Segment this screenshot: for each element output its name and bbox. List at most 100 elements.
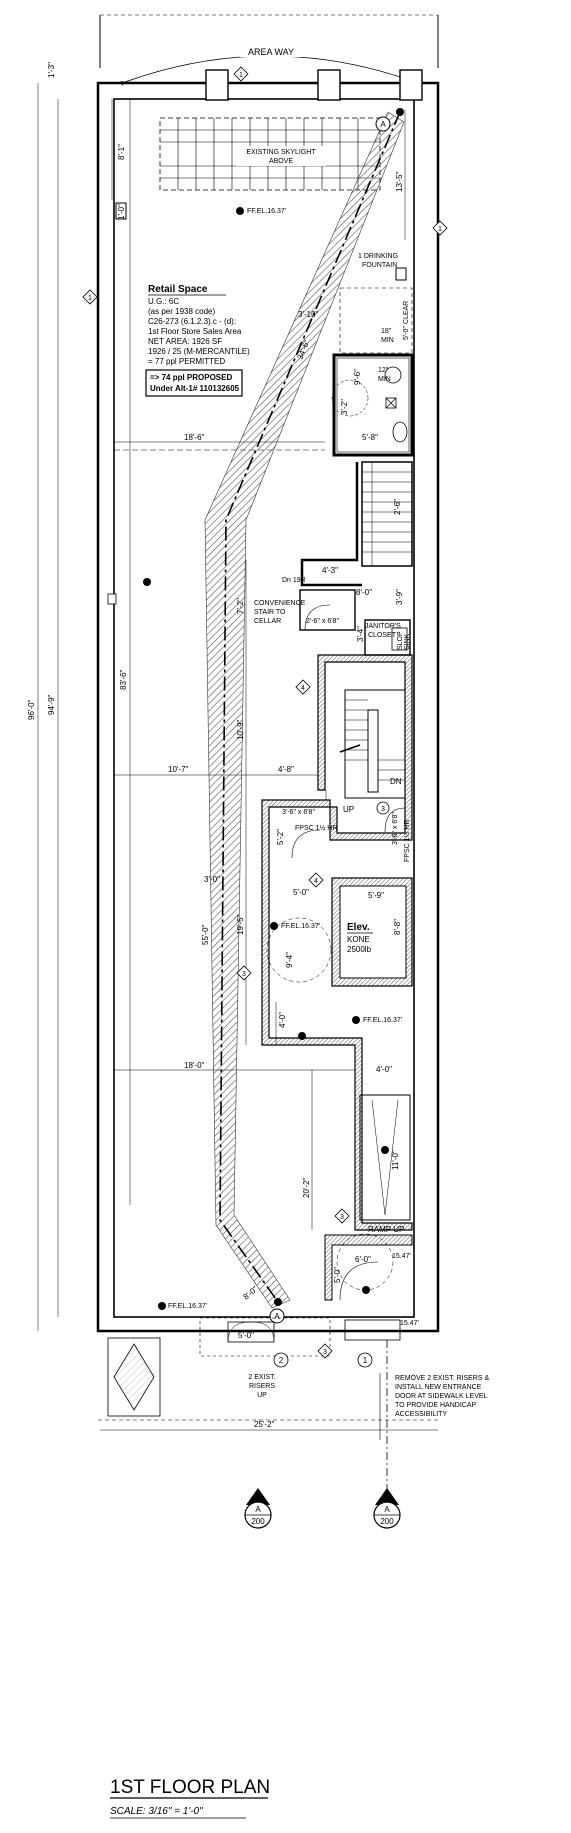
- route-tag-a-bottom: A: [274, 1312, 280, 1321]
- elevator: Elev. KONE 2500lb: [266, 877, 413, 987]
- dim-8-8: 8'-8": [393, 919, 402, 935]
- dim-18-6: 18'-6": [184, 433, 205, 442]
- retail-line-4: 1st Floor Store Sales Area: [148, 327, 242, 336]
- dim-1-0: 1'-0": [117, 204, 126, 220]
- tag-circle-1: 1: [363, 1356, 368, 1365]
- elevator-make: KONE: [347, 935, 370, 944]
- slop-sink-2: SINK: [404, 633, 411, 650]
- dim-7-2: 7'-2": [236, 598, 245, 614]
- retail-line-5: NET AREA: 1926 SF: [148, 337, 222, 346]
- dim-13-5: 13'-5": [395, 171, 404, 192]
- ramp-up: RAMP UP: [368, 1225, 404, 1234]
- dn-19r: Dn 19R: [282, 577, 306, 584]
- stair-up: UP: [343, 805, 354, 814]
- dim-3-2: 3'-2": [340, 399, 349, 415]
- fire-stair-core: [261, 654, 413, 1231]
- dim-8-0: 8'-0": [356, 588, 372, 597]
- tag-diamond-3-c: 3: [323, 1349, 327, 1356]
- tag-diamond-3-a: 3: [242, 971, 246, 978]
- tag-diamond-3-b: 3: [340, 1214, 344, 1221]
- fpsc-label-1: FPSC 1½ HR: [295, 824, 337, 832]
- tag-circle-2: 2: [279, 1356, 284, 1365]
- section-a-right-sheet: 200: [380, 1517, 394, 1526]
- janitors-closet-1: JANITOR'S: [365, 623, 401, 630]
- clear-5: 5'-0" CLEAR: [403, 301, 410, 340]
- dim-10-9: 10'-9": [236, 719, 245, 740]
- section-a-right-letter: A: [384, 1505, 390, 1514]
- dim-5-0-b: 5'-0": [333, 1267, 342, 1283]
- dim-door-3-6: 3'-6" x 6'8": [282, 809, 315, 816]
- dim-20-2: 20'-2": [302, 1177, 311, 1198]
- elevator-title: Elev.: [347, 922, 370, 933]
- drinking-fountain-1: 1 DRINKING: [358, 253, 398, 260]
- retail-proposed-1: => 74 ppl PROPOSED: [150, 373, 232, 382]
- drinking-fountain-2: FOUNTAIN: [362, 262, 397, 269]
- exterior-walls: [96, 69, 440, 1333]
- accessible-route: A A: [204, 108, 405, 1324]
- toilet-room: [331, 267, 414, 457]
- dim-3-4: 3'-4": [356, 626, 365, 642]
- ff-el-elev: FF.EL.16.37': [363, 1017, 402, 1024]
- retail-space-info: Retail Space U.G.: 6C (as per 1938 code)…: [145, 284, 250, 397]
- dim-3-9: 3'-9": [395, 589, 404, 605]
- ff-el-top: FF.EL.16.37': [247, 208, 286, 215]
- dim-4-3: 4'-3": [322, 566, 338, 575]
- tag-diamond-1-b: 1: [438, 226, 442, 233]
- elevator-capacity: 2500lb: [347, 945, 372, 954]
- dim-5-0-c: 5'-0": [238, 1331, 254, 1340]
- dim-94-9: 94'-9": [47, 694, 56, 715]
- tag-diamond-1-a: 1: [239, 72, 243, 79]
- section-a-left-letter: A: [255, 1505, 261, 1514]
- dim-19-5: 19'-5": [236, 914, 245, 935]
- dim-18-0: 18'-0": [184, 1061, 205, 1070]
- route-tag-a-top: A: [380, 120, 386, 129]
- dim-3-0: 3'-0": [204, 875, 220, 884]
- section-markers: A 200 A 200: [244, 1340, 401, 1529]
- skylight-label-2: ABOVE: [269, 158, 293, 165]
- drawing-scale: SCALE: 3/16" = 1'-0": [110, 1806, 203, 1817]
- slop-sink-1: SLOP: [397, 631, 404, 650]
- dim-8-1: 8'-1": [117, 144, 126, 160]
- min-12-a: 12": [378, 367, 389, 374]
- ff-el-front: FF.EL.16.37': [168, 1303, 207, 1310]
- ff-el-mid: FF.EL.16.37': [281, 923, 320, 930]
- dim-3-10: 3'-10": [298, 310, 319, 319]
- plan-labels: 1 DRINKING FOUNTAIN 5'-0" CLEAR 18" MIN …: [248, 253, 489, 1440]
- dim-4-0-b: 4'-0": [376, 1065, 392, 1074]
- retail-line-1: U.G.: 6C: [148, 297, 179, 306]
- retail-title: Retail Space: [148, 284, 208, 295]
- dim-5-2: 5'-2": [276, 829, 285, 845]
- dim-5-9: 5'-9": [368, 891, 384, 900]
- dim-11-0: 11'-0": [391, 1150, 400, 1170]
- dimension-lines: [37, 83, 438, 1431]
- dim-4-8: 4'-8": [278, 765, 294, 774]
- dim-6-0: 6'-0": [355, 1255, 371, 1264]
- min-18-a: 18": [381, 328, 392, 335]
- fpsc-label-2: FPSC 1½ HR: [403, 820, 411, 862]
- section-a-left-sheet: 200: [251, 1517, 265, 1526]
- min-18-b: MIN: [381, 337, 394, 344]
- el-15-47-b: 15.47': [400, 1320, 419, 1327]
- dim-25-2: 25'-2": [254, 1420, 275, 1429]
- retail-line-6: 1926 / 25 (M-MERCANTILE): [148, 347, 250, 356]
- retail-line-7: = 77 ppl PERMITTED: [148, 357, 225, 366]
- exist-risers-3: UP: [257, 1392, 267, 1399]
- remove-note-5: ACCESSIBILITY: [395, 1411, 447, 1418]
- exist-risers-2: RISERS: [249, 1383, 275, 1390]
- entrance-ramp: [324, 1094, 413, 1301]
- dim-1-3: 1'-3": [47, 62, 56, 78]
- dim-96-0: 96'-0": [27, 699, 36, 720]
- convenience-stair: [299, 461, 413, 656]
- stair-dn: DN: [390, 777, 402, 786]
- dim-door-2-6: 2'-6" x 6'8": [306, 618, 339, 625]
- remove-note-4: TO PROVIDE HANDICAP: [395, 1402, 476, 1409]
- skylight-label-1: EXISTING SKYLIGHT: [246, 149, 316, 156]
- retail-line-2: (as per 1938 code): [148, 307, 215, 316]
- dim-9-6: 9'-6": [353, 369, 362, 385]
- min-12-b: MIN: [378, 376, 391, 383]
- dim-door-3-6-b: 3'-6" x 6'8": [392, 812, 399, 845]
- exist-risers-1: 2 EXIST.: [248, 1374, 275, 1381]
- drawing-title-block: 1ST FLOOR PLAN SCALE: 3/16" = 1'-0": [110, 1777, 270, 1819]
- remove-note-3: DOOR AT SIDEWALK LEVEL: [395, 1393, 488, 1400]
